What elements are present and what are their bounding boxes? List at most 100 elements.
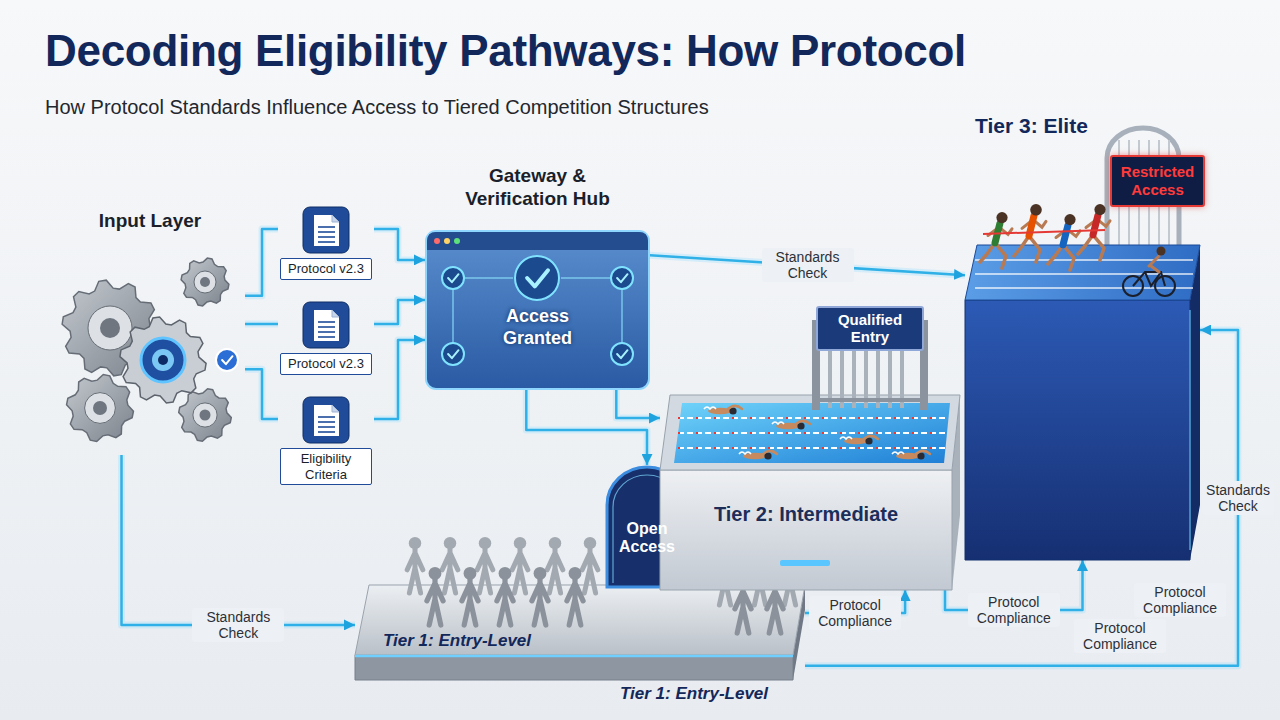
block-front	[965, 300, 1190, 560]
light-strip	[780, 560, 830, 566]
check-circle	[611, 343, 633, 365]
figure-body	[582, 549, 598, 593]
panel-bar	[427, 232, 648, 250]
icon-tile	[303, 397, 349, 443]
pool-front	[660, 470, 952, 590]
window-dot	[444, 238, 450, 244]
check-mark	[617, 350, 627, 358]
swimmers	[704, 406, 930, 460]
gear	[179, 389, 232, 442]
figure-body	[767, 588, 783, 633]
tier-label: Tier 3: Elite	[975, 114, 1088, 138]
page-line	[318, 421, 335, 423]
connector-label-wrap: Standards Check	[1202, 481, 1274, 515]
pool-shape	[660, 395, 960, 590]
track-top	[965, 245, 1200, 300]
cyclist	[1149, 256, 1159, 272]
figure-body	[567, 580, 583, 625]
flow-connector	[245, 323, 278, 326]
gear-cluster	[55, 210, 245, 455]
tier-pool: Tier 2: IntermediateQualified Entry	[660, 395, 960, 590]
document-node: Eligibility Criteria	[278, 395, 374, 485]
tier-label-wrap: Tier 1: Entry-Level	[383, 631, 531, 651]
document-node: Protocol v2.3	[278, 205, 374, 280]
bike-frame	[1133, 272, 1165, 286]
icon-tile	[303, 302, 349, 348]
subtitle-wrap: How Protocol Standards Influence Access …	[45, 96, 709, 119]
compliance-label-wrap: Protocol Compliance	[1134, 583, 1226, 617]
runner-legs	[1048, 245, 1074, 270]
gear-hub	[85, 393, 116, 424]
flow-connector	[374, 300, 425, 324]
check-circle	[216, 349, 238, 371]
page-fold	[332, 405, 339, 412]
figure-body	[477, 549, 493, 593]
hub-heading-area: Gateway & Verification Hub	[425, 145, 650, 230]
runner-head	[1064, 214, 1075, 225]
runners	[980, 204, 1110, 270]
page-line	[318, 241, 335, 243]
gear-hole	[200, 410, 211, 421]
figure-body	[462, 580, 478, 625]
connector-label: Protocol Compliance	[968, 593, 1060, 627]
flow-connector	[245, 369, 278, 419]
window-dot	[454, 238, 460, 244]
connector-glow	[374, 229, 425, 260]
figure-body	[442, 549, 458, 593]
page-line	[318, 321, 335, 323]
page	[314, 405, 339, 436]
layer-heading: Input Layer	[55, 210, 245, 233]
block-glow	[1189, 310, 1191, 550]
figure-body	[532, 580, 548, 625]
page-line	[318, 426, 335, 428]
title-wrap: Decoding Eligibility Pathways: How Proto…	[45, 26, 966, 76]
runner-legs	[1078, 235, 1104, 260]
figure-body	[427, 580, 443, 625]
check-mark	[448, 350, 458, 358]
connector-glows	[122, 229, 1239, 666]
lane-rope-dots	[678, 417, 947, 419]
runner-head	[996, 212, 1007, 223]
figure-body	[512, 549, 528, 593]
page-fold	[332, 310, 339, 317]
tier-platform: Tier 1: Entry-LevelOpen Access	[355, 585, 805, 680]
connector-label: Standards Check	[762, 248, 854, 282]
document-icon	[278, 395, 374, 445]
tier-label: Tier 1: Entry-Level	[383, 631, 531, 651]
swimmer-arm	[914, 451, 930, 456]
connector-label-wrap: Protocol Compliance	[809, 596, 901, 630]
pool-deck	[660, 395, 960, 470]
runner-torso	[1093, 215, 1098, 235]
blue-ring	[141, 338, 185, 382]
flow-connector	[616, 390, 660, 418]
gear	[67, 375, 134, 442]
figure-body	[497, 580, 513, 625]
tier-label-wrap: Tier 2: Intermediate	[660, 503, 952, 526]
gate-rail	[816, 398, 924, 402]
document-node: Protocol v2.3	[278, 300, 374, 375]
figure-body	[407, 549, 423, 593]
hub-heading: Gateway & Verification Hub	[443, 165, 632, 211]
tier-label: Tier 2: Intermediate	[660, 503, 952, 526]
page-line	[318, 326, 335, 328]
compliance-label-wrap: Protocol Compliance	[1074, 619, 1166, 653]
lane-rope	[678, 417, 947, 419]
page-line	[318, 226, 335, 228]
diagram-title: Decoding Eligibility Pathways: How Proto…	[45, 26, 966, 76]
window-dot	[434, 238, 440, 244]
icon-tile	[303, 207, 349, 253]
page-line	[318, 336, 335, 338]
platform-front	[355, 655, 793, 680]
extra-text: Protocol v2.3	[280, 258, 372, 280]
gear-hole	[100, 318, 120, 338]
connector-label-wrap: Standards Check	[762, 248, 854, 282]
check-mark	[527, 270, 548, 286]
gear-hub	[88, 306, 132, 350]
check-mark	[222, 356, 232, 364]
gear-hole	[93, 401, 107, 415]
page-line	[318, 231, 335, 233]
connector-glow	[374, 340, 425, 419]
page-line	[318, 416, 335, 418]
